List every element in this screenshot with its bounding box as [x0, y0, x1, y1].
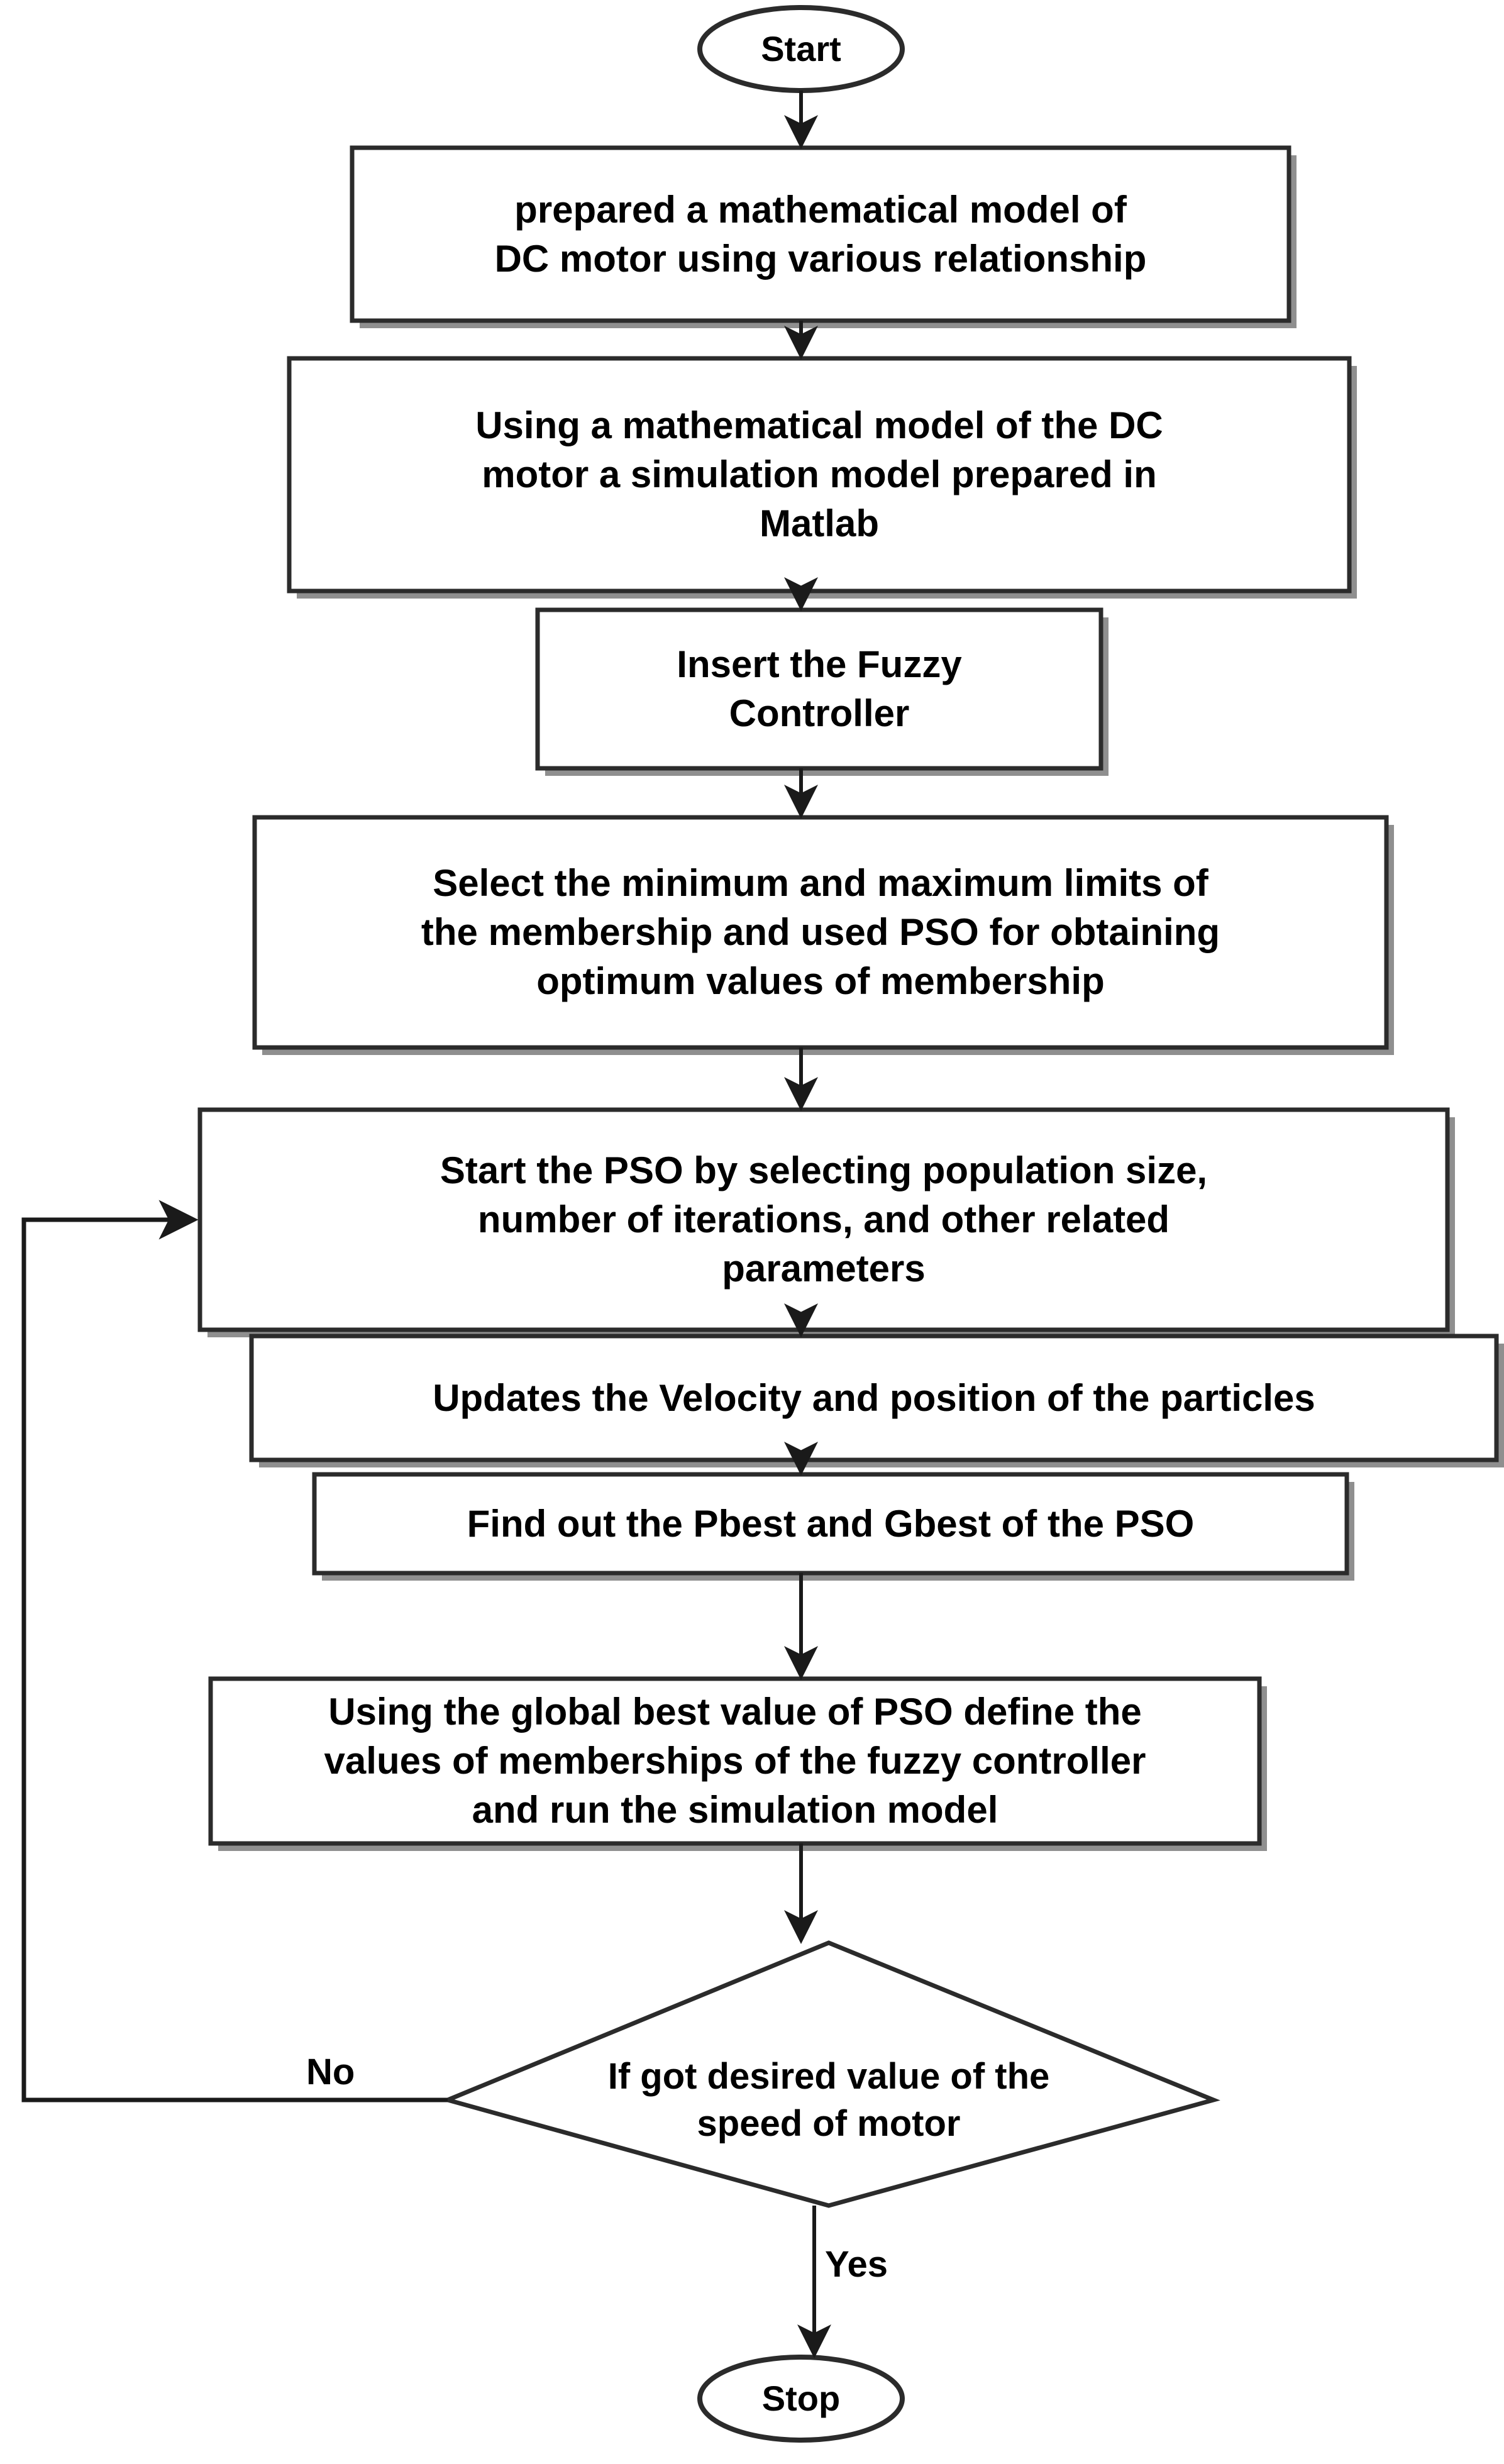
diamond-decision	[441, 1940, 1220, 2208]
box-find-best	[312, 1472, 1349, 1576]
flow-connectors	[784, 91, 831, 2358]
box-sim-model	[287, 356, 1352, 594]
process-boxes	[197, 145, 1499, 1846]
edge-label-no: No	[306, 2052, 355, 2092]
box-select-limits	[252, 815, 1389, 1050]
edge-label-yes: Yes	[825, 2244, 888, 2285]
box-start-pso	[197, 1107, 1450, 1332]
box-update-velocity	[249, 1334, 1499, 1462]
box-apply-gbest	[208, 1676, 1262, 1846]
ellipse-start	[697, 5, 905, 93]
ellipse-stop	[697, 2355, 905, 2443]
box-insert-fuzzy	[535, 607, 1103, 771]
box-math-model	[350, 145, 1291, 323]
feedback-loop-no	[21, 1200, 448, 2102]
